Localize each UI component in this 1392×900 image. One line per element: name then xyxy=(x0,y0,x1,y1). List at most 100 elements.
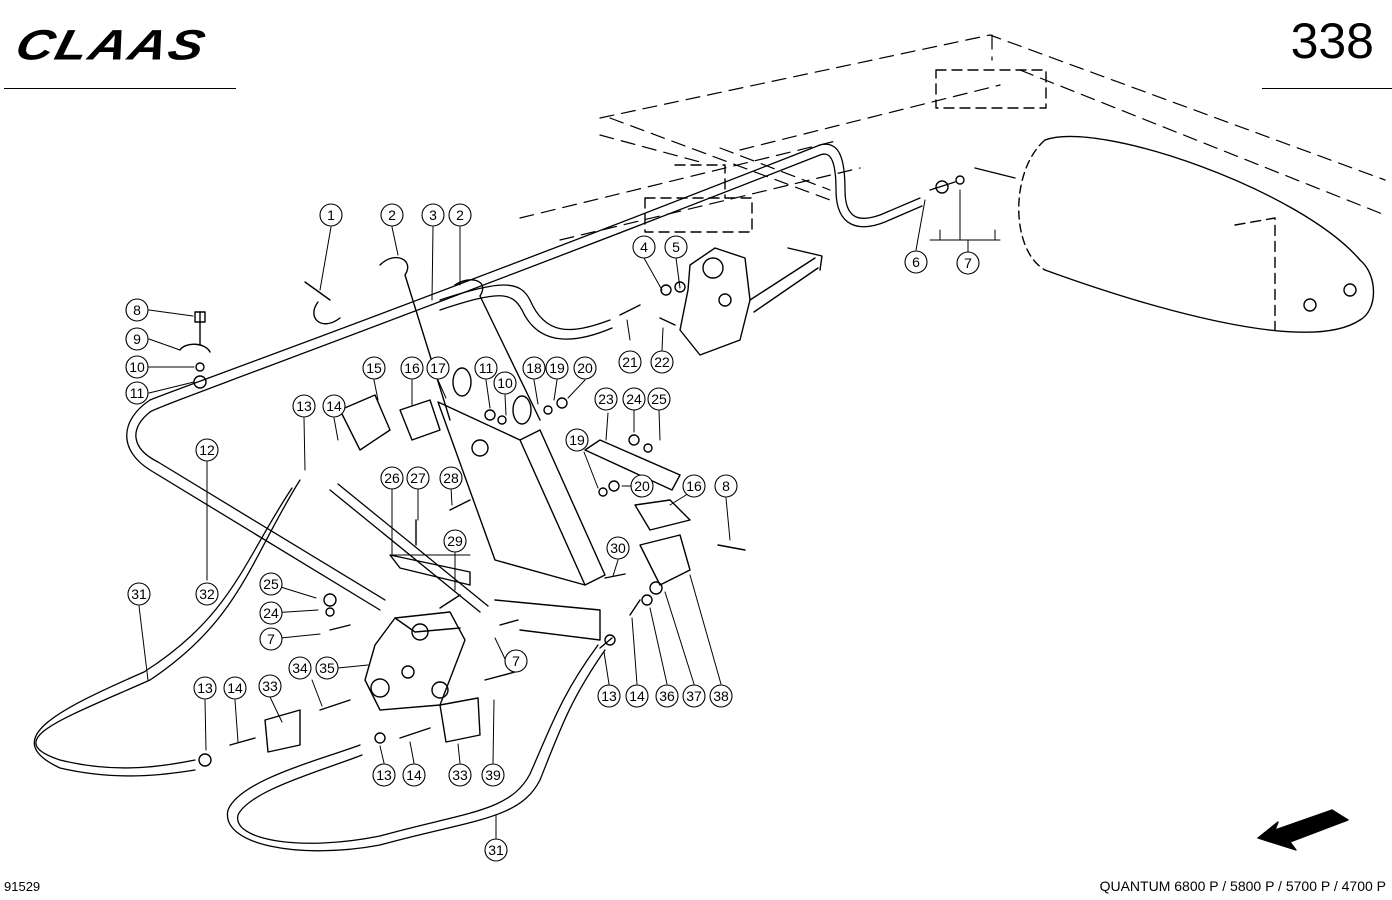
callout-c28: 28 xyxy=(439,466,463,490)
callout-number: 20 xyxy=(577,360,593,376)
callout-c37: 37 xyxy=(682,684,706,708)
callout-circle xyxy=(484,838,508,862)
callout-circle xyxy=(618,350,642,374)
callout-number: 23 xyxy=(598,391,614,407)
header-rule-right xyxy=(1262,88,1392,89)
callout-circle xyxy=(125,381,149,405)
callout-number: 37 xyxy=(686,688,702,704)
callout-circle xyxy=(400,356,424,380)
callout-c35: 35 xyxy=(315,656,339,680)
callout-c5: 5 xyxy=(664,235,688,259)
callout-number: 33 xyxy=(262,678,278,694)
callout-c20a: 20 xyxy=(573,356,597,380)
callout-circle xyxy=(647,387,671,411)
callout-c4: 4 xyxy=(632,235,656,259)
callout-number: 1 xyxy=(327,207,335,223)
callout-c16a: 16 xyxy=(400,356,424,380)
callout-c7c: 7 xyxy=(504,649,528,673)
callout-number: 3 xyxy=(429,207,437,223)
callout-c14d: 14 xyxy=(625,684,649,708)
callout-circle xyxy=(481,763,505,787)
callout-number: 38 xyxy=(713,688,729,704)
callout-circle xyxy=(625,684,649,708)
callout-number: 7 xyxy=(512,653,520,669)
drawing-number: 91529 xyxy=(4,879,41,894)
callout-number: 24 xyxy=(626,391,642,407)
callout-number: 8 xyxy=(133,302,141,318)
callout-number: 13 xyxy=(601,688,617,704)
callout-circle xyxy=(655,684,679,708)
callout-circle xyxy=(439,466,463,490)
trailer-valve xyxy=(679,247,823,356)
callout-number: 7 xyxy=(267,631,275,647)
mounting-bracket xyxy=(389,401,606,641)
callout-c22: 22 xyxy=(650,350,674,374)
cable-rods xyxy=(304,256,541,425)
callout-c31a: 31 xyxy=(127,582,151,606)
callout-c8a: 8 xyxy=(125,298,149,322)
coiled-hoses xyxy=(33,479,606,852)
callout-number: 14 xyxy=(227,680,243,696)
callout-c30: 30 xyxy=(606,536,630,560)
callout-c7b: 7 xyxy=(259,627,283,651)
callout-number: 6 xyxy=(912,254,920,270)
callout-circle xyxy=(682,474,706,498)
callout-number: 33 xyxy=(452,767,468,783)
callout-circle xyxy=(127,582,151,606)
callout-circle xyxy=(682,684,706,708)
callout-circle xyxy=(193,676,217,700)
callout-number: 22 xyxy=(654,354,670,370)
callout-number: 29 xyxy=(447,533,463,549)
callout-number: 14 xyxy=(326,398,342,414)
callout-c13a: 13 xyxy=(292,394,316,418)
callout-circle xyxy=(125,327,149,351)
callout-circle xyxy=(522,356,546,380)
callout-circle xyxy=(493,371,517,395)
callout-c34: 34 xyxy=(288,656,312,680)
direction-arrow xyxy=(1257,809,1349,851)
callout-number: 24 xyxy=(263,605,279,621)
callout-c10a: 10 xyxy=(125,355,149,379)
callout-circle xyxy=(319,203,343,227)
callout-circle xyxy=(606,536,630,560)
callout-number: 35 xyxy=(319,660,335,676)
callout-circle xyxy=(664,235,688,259)
callout-circle xyxy=(443,529,467,553)
callout-circle xyxy=(565,428,589,452)
callout-number: 25 xyxy=(263,576,279,592)
callout-number: 10 xyxy=(129,359,145,375)
callout-circle xyxy=(195,438,219,462)
callout-number: 7 xyxy=(964,255,972,271)
callout-circle xyxy=(421,203,445,227)
callout-number: 32 xyxy=(199,586,215,602)
callout-c6: 6 xyxy=(904,250,928,274)
callout-circle xyxy=(594,387,618,411)
callout-number: 34 xyxy=(292,660,308,676)
callout-c13c: 13 xyxy=(372,763,396,787)
callout-c27: 27 xyxy=(406,466,430,490)
callout-number: 16 xyxy=(404,360,420,376)
callout-c14a: 14 xyxy=(322,394,346,418)
callout-number: 14 xyxy=(406,767,422,783)
callout-circle xyxy=(315,656,339,680)
callout-number: 4 xyxy=(640,239,648,255)
callout-circle xyxy=(259,627,283,651)
callout-circle xyxy=(904,250,928,274)
callout-c12: 12 xyxy=(195,438,219,462)
callout-circle xyxy=(380,203,404,227)
callout-c25b: 25 xyxy=(259,572,283,596)
callout-circle xyxy=(632,235,656,259)
callout-number: 2 xyxy=(456,207,464,223)
callout-number: 19 xyxy=(569,432,585,448)
callout-circle xyxy=(258,674,282,698)
callout-number: 17 xyxy=(430,360,446,376)
callout-number: 31 xyxy=(488,842,504,858)
couplings xyxy=(264,394,691,753)
callout-c33b: 33 xyxy=(448,763,472,787)
hardware xyxy=(179,167,1016,767)
callout-c11b: 11 xyxy=(474,356,498,380)
callout-circle xyxy=(474,356,498,380)
